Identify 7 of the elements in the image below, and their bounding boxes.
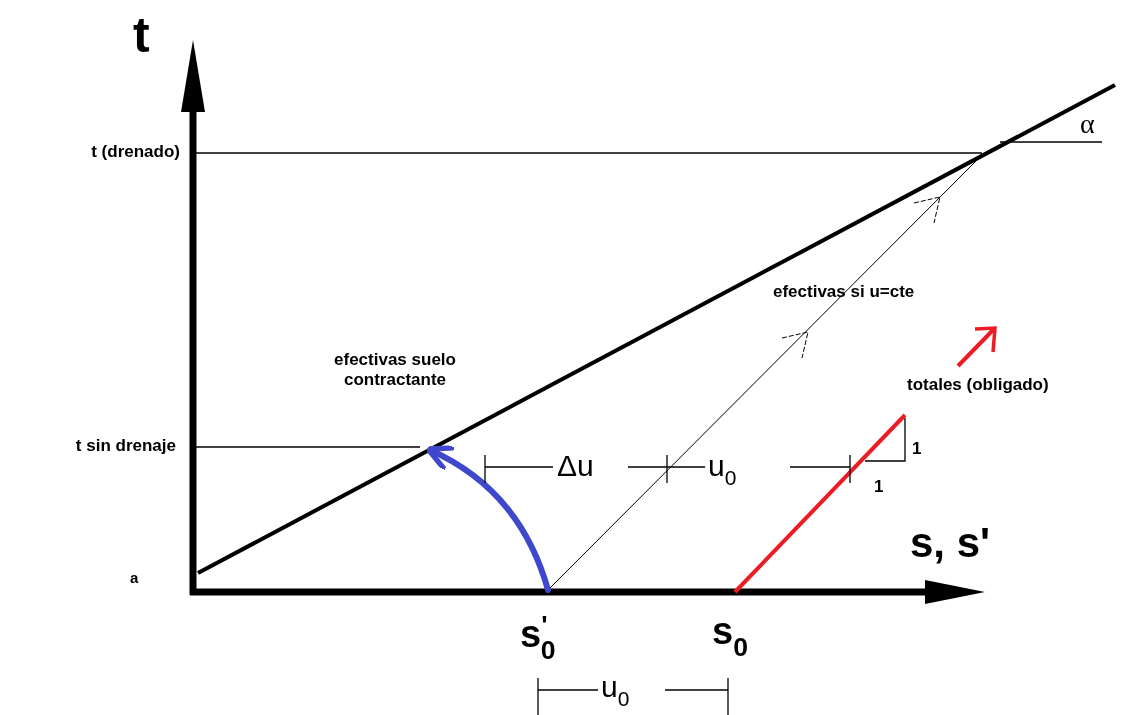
slope-label: 1 [874, 478, 884, 495]
tick-label: t sin drenaje [75, 437, 176, 454]
path-label: efectivas suelo contractante [333, 350, 457, 390]
path-label: efectivas si u=cte [773, 283, 915, 300]
tick-label: t (drenado) [91, 143, 180, 160]
path-label: totales (obligado) [907, 376, 1049, 393]
slope-label: 1 [912, 440, 922, 457]
